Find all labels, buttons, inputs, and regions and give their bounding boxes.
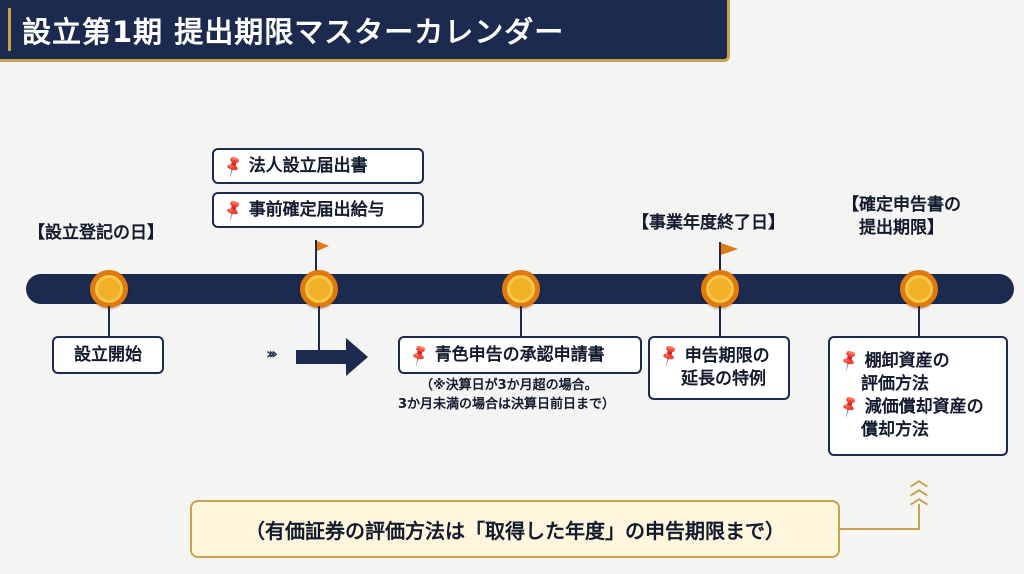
arrow-right-icon bbox=[296, 336, 370, 382]
timeline-node-3 bbox=[502, 270, 540, 308]
milestone-4-box: 📌 申告期限の 延長の特例 bbox=[648, 336, 790, 400]
milestone-5-label-line-2: 提出期限】 bbox=[859, 217, 944, 238]
page-title: 設立第1期 提出期限マスターカレンダー bbox=[22, 14, 565, 49]
milestone-4-label: 【事業年度終了日】 bbox=[632, 213, 785, 233]
milestone-1-box-text: 設立開始 bbox=[74, 344, 142, 365]
flag-icon bbox=[311, 240, 331, 278]
bottom-note-box: （有価証券の評価方法は「取得した年度」の申告期限まで） bbox=[190, 500, 840, 558]
milestone-5-item-2-line-2: 償却方法 bbox=[861, 419, 929, 440]
milestone-2-item-2-text: 事前確定届出給与 bbox=[248, 199, 385, 220]
milestone-5-label: 【確定申告書の 提出期限】 bbox=[842, 194, 961, 240]
milestone-3-note-line-1: （※決算日が3か月超の場合。 bbox=[420, 378, 598, 393]
timeline-node-4 bbox=[701, 270, 739, 308]
milestone-5-box: 📌 棚卸資産の 評価方法 📌 減価償却資産の 償却方法 bbox=[828, 336, 1008, 456]
stem bbox=[520, 306, 522, 336]
timeline-node-1 bbox=[90, 270, 128, 308]
milestone-1-label: 【設立登記の日】 bbox=[28, 223, 164, 243]
connector-line bbox=[840, 528, 920, 530]
title-banner: 設立第1期 提出期限マスターカレンダー bbox=[0, 0, 730, 62]
milestone-3-box: 📌 青色申告の承認申請書 bbox=[398, 336, 642, 374]
milestone-3-note-line-2: 3か月未満の場合は決算日前日まで） bbox=[398, 396, 616, 412]
milestone-1-box: 設立開始 bbox=[52, 336, 164, 374]
bottom-note-text: （有価証券の評価方法は「取得した年度」の申告期限まで） bbox=[245, 518, 785, 543]
stem bbox=[918, 306, 920, 336]
milestone-3-box-text: 青色申告の承認申請書 bbox=[434, 344, 605, 365]
milestone-5-item-1-line-2: 評価方法 bbox=[861, 374, 929, 395]
chevrons-up-icon: ︿︿︿ bbox=[910, 470, 928, 509]
milestone-2-item-1: 📌 法人設立届出書 bbox=[212, 148, 424, 184]
connector-line bbox=[918, 504, 920, 530]
stem bbox=[719, 306, 721, 336]
pin-icon: 📌 bbox=[406, 342, 432, 368]
milestone-5-item-1-line-1: 棚卸資産の bbox=[864, 351, 950, 372]
pin-icon: 📌 bbox=[656, 342, 682, 368]
chevrons-icon: ››› bbox=[266, 344, 278, 363]
milestone-3-note: （※決算日が3か月超の場合。 3か月未満の場合は決算日前日まで） bbox=[398, 377, 615, 415]
milestone-2-item-2: 📌 事前確定届出給与 bbox=[212, 192, 424, 228]
timeline-node-5 bbox=[900, 270, 938, 308]
pin-icon: 📌 bbox=[220, 153, 246, 179]
pin-icon: 📌 bbox=[836, 347, 862, 373]
milestone-5-label-line-1: 【確定申告書の bbox=[842, 195, 961, 215]
timeline-node-2 bbox=[300, 270, 338, 308]
pin-icon: 📌 bbox=[836, 393, 862, 419]
stem bbox=[318, 306, 320, 358]
milestone-4-box-line-1: 申告期限の bbox=[684, 346, 770, 367]
milestone-4-box-line-2: 延長の特例 bbox=[681, 369, 766, 389]
milestone-2-item-1-text: 法人設立届出書 bbox=[248, 155, 368, 176]
pin-icon: 📌 bbox=[220, 197, 246, 223]
flag-icon bbox=[714, 242, 740, 278]
stem bbox=[108, 306, 110, 336]
milestone-5-item-2-line-1: 減価償却資産の bbox=[864, 397, 984, 417]
